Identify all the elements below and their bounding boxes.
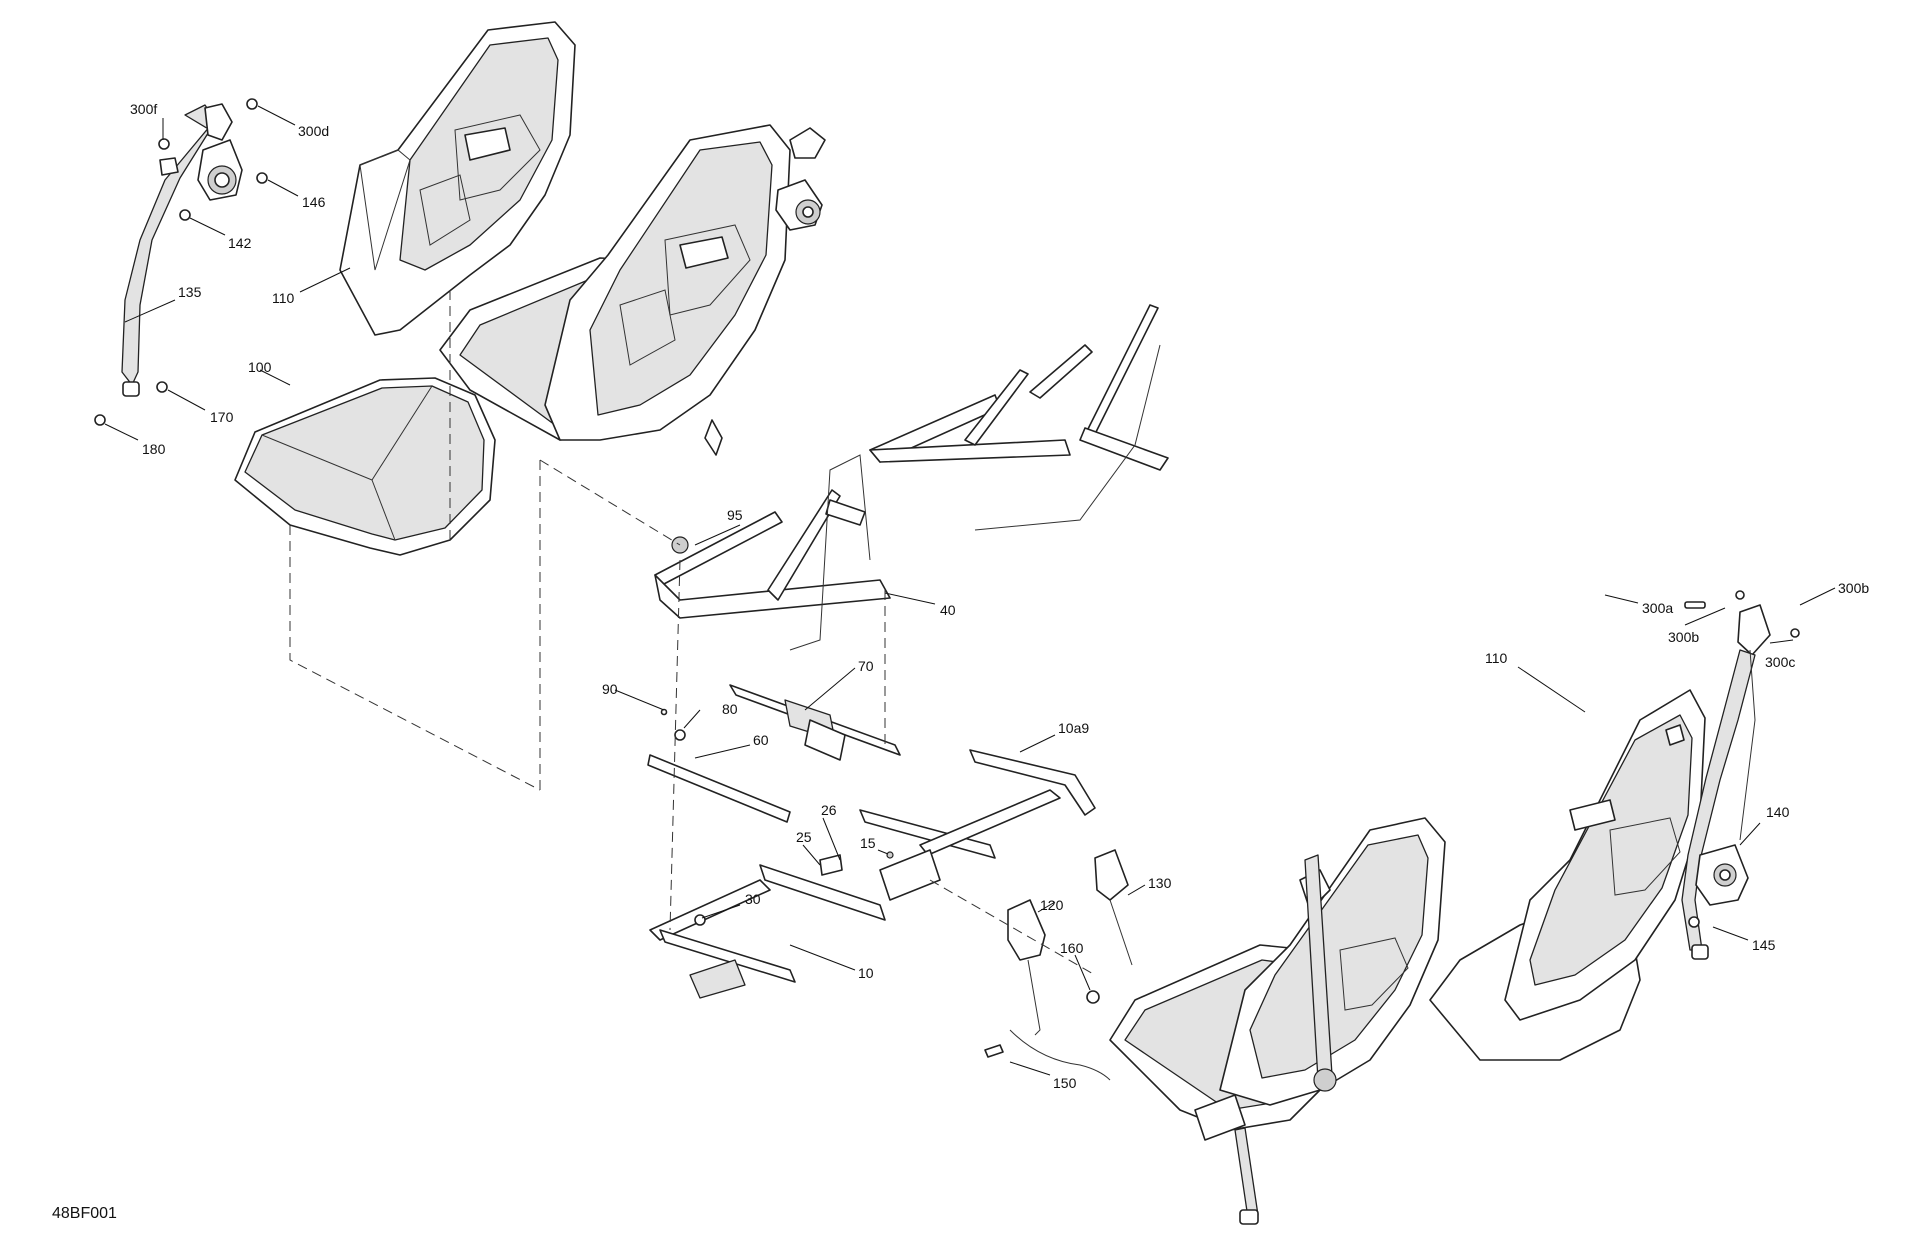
callout-95: 95 bbox=[727, 507, 743, 523]
assembly-lines bbox=[289, 290, 1096, 976]
callout-30: 30 bbox=[745, 891, 761, 907]
callout-140: 140 bbox=[1766, 804, 1790, 820]
callout-300c: 300c bbox=[1765, 654, 1795, 670]
seat-base-frame bbox=[649, 749, 1096, 999]
callout-90: 90 bbox=[602, 681, 618, 697]
callout-120: 120 bbox=[1040, 897, 1064, 913]
callout-135: 135 bbox=[178, 284, 202, 300]
callout-145: 145 bbox=[1752, 937, 1776, 953]
callout-100: 100 bbox=[248, 359, 272, 375]
callout-150: 150 bbox=[1053, 1075, 1077, 1091]
leader-lines bbox=[104, 105, 1836, 1076]
callout-180: 180 bbox=[142, 441, 166, 457]
callout-300f: 300f bbox=[130, 101, 157, 117]
callout-70: 70 bbox=[858, 658, 874, 674]
slide-rails bbox=[647, 684, 901, 823]
callout-130: 130 bbox=[1148, 875, 1172, 891]
seat-cushion bbox=[234, 377, 496, 556]
callout-10: 10 bbox=[858, 965, 874, 981]
callout-142: 142 bbox=[228, 235, 252, 251]
diagram-code: 48BF001 bbox=[52, 1205, 117, 1222]
upper-left-seat-back bbox=[339, 21, 576, 336]
callout-110-upper: 110 bbox=[272, 290, 295, 306]
callout-146: 146 bbox=[302, 194, 326, 210]
upper-right-retractor bbox=[775, 127, 826, 231]
callout-300b-lower: 300b bbox=[1668, 629, 1699, 645]
callout-25: 25 bbox=[796, 829, 812, 845]
callout-26: 26 bbox=[821, 802, 837, 818]
upper-right-seat bbox=[439, 124, 791, 456]
callout-110-lower: 110 bbox=[1485, 650, 1508, 666]
callout-160: 160 bbox=[1060, 940, 1084, 956]
callout-300d: 300d bbox=[298, 123, 329, 139]
right-seat-belt-assembly bbox=[1665, 590, 1800, 960]
seat-frame bbox=[654, 304, 1169, 651]
left-seat-belt-assembly bbox=[94, 98, 268, 426]
callout-15: 15 bbox=[860, 835, 876, 851]
callout-300b-upper: 300b bbox=[1838, 580, 1869, 596]
seat-belt-buckles bbox=[984, 849, 1133, 1081]
callout-60: 60 bbox=[753, 732, 769, 748]
callout-40: 40 bbox=[940, 602, 956, 618]
callout-10a9: 10a9 bbox=[1058, 720, 1089, 736]
callout-labels: 300f 300d 146 142 110 135 100 170 180 95… bbox=[52, 101, 1869, 1222]
callout-300a: 300a bbox=[1642, 600, 1673, 616]
callout-80: 80 bbox=[722, 701, 738, 717]
callout-170: 170 bbox=[210, 409, 234, 425]
lower-right-seats bbox=[1109, 689, 1706, 1225]
